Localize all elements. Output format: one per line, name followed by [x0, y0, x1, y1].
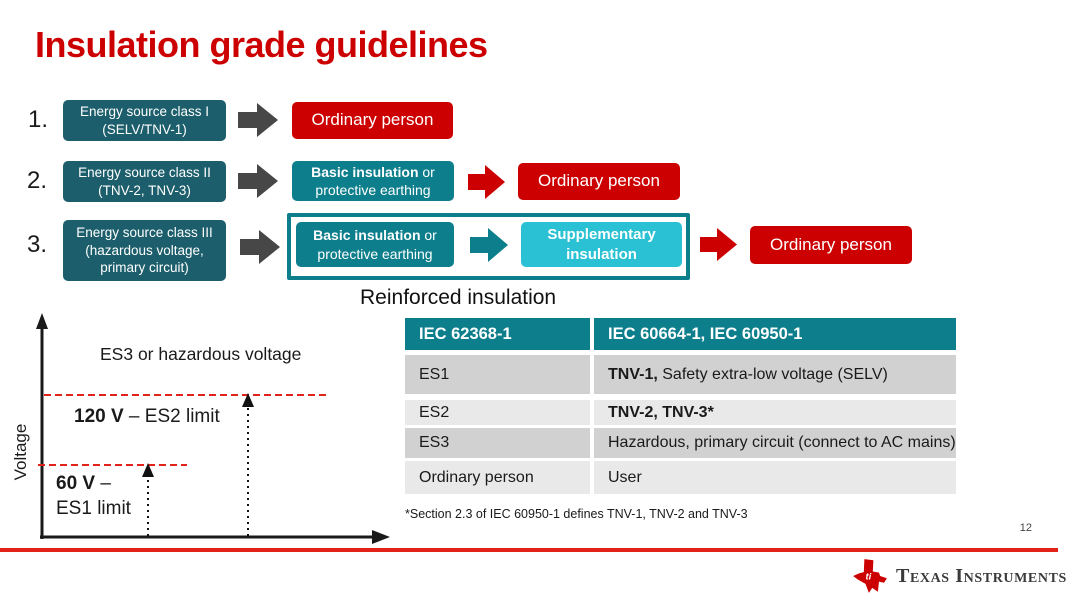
box-line: insulation — [566, 245, 637, 263]
es2-limit-label: 120 V – ES2 limit — [74, 404, 220, 429]
es1-limit-line2: ES1 limit — [56, 498, 131, 519]
table-cell: User — [594, 461, 956, 494]
energy-source-class-1-box: Energy source class I (SELV/TNV-1) — [63, 100, 226, 141]
box-line: Ordinary person — [311, 110, 434, 130]
arrow-right-icon — [470, 228, 508, 262]
page-title: Insulation grade guidelines — [35, 24, 488, 65]
y-axis-arrowhead-icon — [36, 313, 48, 329]
table-cell: Ordinary person — [405, 461, 590, 494]
arrow-right-icon — [240, 230, 280, 264]
step-number-2: 2. — [27, 167, 48, 194]
table-row: Ordinary person User — [405, 461, 956, 494]
supplementary-insulation-box: Supplementary insulation — [521, 222, 682, 267]
table-cell: TNV-2, TNV-3* — [594, 400, 956, 425]
bold-text: TNV-1, — [608, 366, 658, 383]
page-number: 12 — [1019, 522, 1032, 534]
table-row: ES3 Hazardous, primary circuit (connect … — [405, 428, 956, 458]
box-line: protective earthing — [317, 245, 433, 262]
arrow-right-icon — [700, 228, 737, 261]
table-row: ES1 TNV-1, Safety extra-low voltage (SEL… — [405, 355, 956, 394]
footer-divider-line — [0, 548, 1058, 552]
table-header-row: IEC 62368-1 IEC 60664-1, IEC 60950-1 — [405, 318, 956, 350]
regular-text: Safety extra-low voltage (SELV) — [657, 366, 888, 383]
step-number-3: 3. — [27, 231, 48, 258]
box-line: Ordinary person — [770, 234, 892, 254]
x-axis-arrowhead-icon — [372, 530, 390, 544]
energy-source-class-2-box: Energy source class II (TNV-2, TNV-3) — [63, 161, 226, 202]
regular-text: – — [95, 473, 111, 494]
box-line: Basic insulation or — [311, 163, 435, 181]
bold-text: TNV-2, TNV-3* — [608, 404, 714, 421]
standards-table: IEC 62368-1 IEC 60664-1, IEC 60950-1 ES1… — [405, 318, 956, 494]
basic-insulation-box-2: Basic insulation or protective earthing — [292, 161, 454, 201]
box-line: Energy source class I — [79, 103, 210, 119]
ti-logo: ti Texas Instruments — [852, 558, 1067, 594]
box-line: Energy source class II — [78, 164, 211, 180]
box-line: protective earthing — [315, 182, 431, 198]
box-line: Energy source class III — [76, 225, 213, 241]
es1-limit-label: 60 V – ES1 limit — [56, 471, 131, 521]
box-line: Ordinary person — [538, 171, 660, 191]
up-arrowhead-icon — [142, 463, 154, 477]
es3-region-label: ES3 or hazardous voltage — [100, 344, 302, 364]
table-row: ES2 TNV-2, TNV-3* — [405, 400, 956, 425]
footnote: *Section 2.3 of IEC 60950-1 defines TNV-… — [405, 507, 748, 521]
arrow-right-icon — [468, 165, 505, 199]
box-line: (SELV/TNV-1) — [102, 121, 187, 137]
box-line: primary circuit) — [100, 260, 189, 276]
box-line: (hazardous voltage, — [85, 242, 204, 258]
arrow-right-icon — [238, 103, 278, 137]
bold-text: 60 V — [56, 473, 96, 494]
step-number-1: 1. — [28, 106, 49, 133]
regular-text: or — [418, 163, 435, 180]
arrow-right-icon — [238, 164, 278, 198]
regular-text: User — [608, 469, 642, 486]
basic-insulation-box-3: Basic insulation or protective earthing — [296, 222, 454, 267]
box-line: (TNV-2, TNV-3) — [98, 182, 191, 198]
regular-text: or — [420, 227, 437, 244]
ordinary-person-box-1: Ordinary person — [292, 102, 453, 139]
table-header-cell: IEC 62368-1 — [405, 318, 590, 350]
energy-source-class-3-box: Energy source class III (hazardous volta… — [63, 220, 226, 281]
box-line: Basic insulation or — [313, 226, 437, 244]
ordinary-person-box-2: Ordinary person — [518, 163, 680, 200]
table-cell: ES1 — [405, 355, 590, 394]
box-line: Supplementary — [547, 226, 656, 243]
voltage-axis-chart — [36, 313, 390, 544]
table-cell: ES2 — [405, 400, 590, 425]
up-arrowhead-icon — [242, 393, 254, 407]
ordinary-person-box-3: Ordinary person — [750, 226, 912, 264]
table-cell: ES3 — [405, 428, 590, 458]
table-cell: TNV-1, Safety extra-low voltage (SELV) — [594, 355, 956, 394]
bold-text: Basic insulation — [311, 163, 419, 180]
bold-text: Basic insulation — [313, 227, 421, 244]
regular-text: – ES2 limit — [123, 406, 220, 427]
y-axis-label: Voltage — [11, 423, 30, 481]
es1-limit-line1: 60 V – — [56, 471, 131, 496]
reinforced-insulation-label: Reinforced insulation — [360, 286, 557, 309]
regular-text: Hazardous, primary circuit (connect to A… — [608, 434, 956, 451]
brand-wordmark: Texas Instruments — [896, 564, 1067, 587]
ti-monogram: ti — [866, 571, 872, 582]
table-cell: Hazardous, primary circuit (connect to A… — [594, 428, 956, 458]
texas-state-icon: ti — [853, 559, 887, 593]
table-header-cell: IEC 60664-1, IEC 60950-1 — [594, 318, 956, 350]
bold-text: 120 V — [74, 406, 124, 427]
